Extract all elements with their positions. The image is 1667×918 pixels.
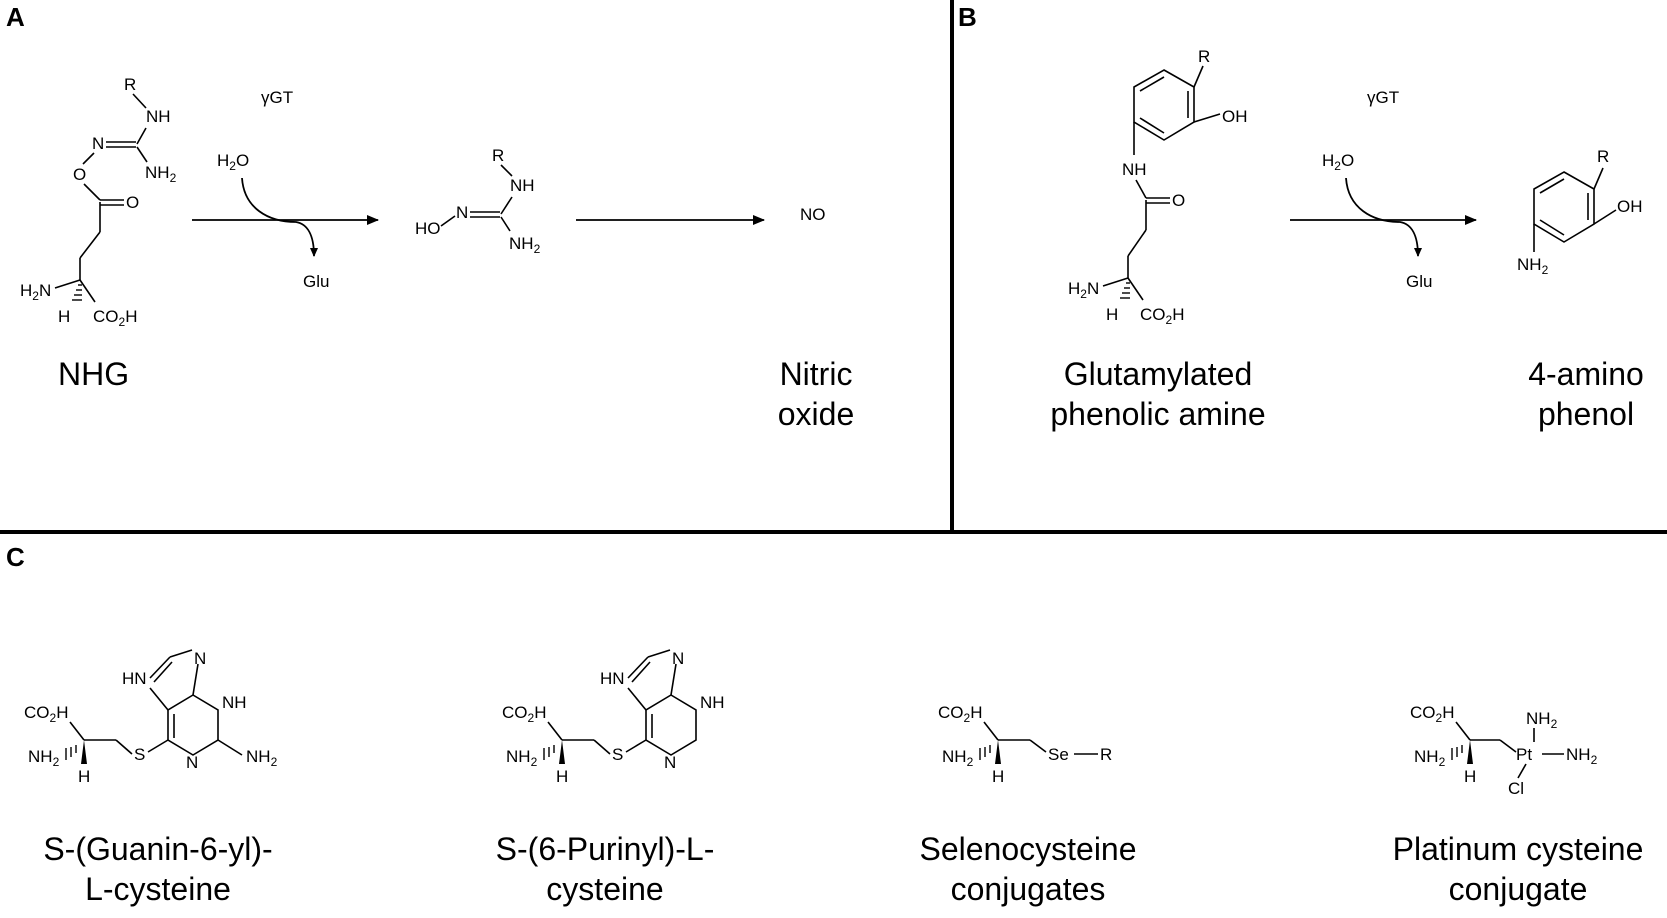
svg-text:NH2: NH2 [942,747,974,769]
svg-text:HN: HN [600,669,625,688]
svg-text:S: S [612,745,623,764]
compound-3-name-line2: conjugates [951,871,1106,907]
nitric-oxide-name-line2: oxide [778,396,855,432]
svg-text:CO2H: CO2H [1410,703,1454,725]
aminophenol-name-line1: 4-amino [1528,356,1644,392]
atom-o-ester: O [73,165,86,184]
glutamylated-name-line1: Glutamylated [1064,356,1253,392]
svg-text:OH: OH [1617,197,1643,216]
glutamylated-phenolic-amine-structure: R OH NH O H2N H CO2H [1068,47,1248,327]
svg-text:NH2: NH2 [506,747,538,769]
svg-text:H: H [1106,305,1118,324]
atom-nh: NH [146,107,171,126]
hydroxyguanidine-structure: R NH HO N NH2 [415,146,541,256]
panel-label-c: C [6,542,25,572]
atom-co2h: CO2H [93,307,137,329]
svg-text:NH: NH [222,693,247,712]
byproduct-label-b: Glu [1406,272,1432,291]
svg-text:Se: Se [1048,745,1069,764]
water-label-b: H2O [1322,151,1354,173]
svg-text:N: N [672,649,684,668]
compound-4-name-line1: Platinum cysteine [1393,831,1644,867]
panel-label-a: A [6,2,25,32]
svg-text:H: H [556,767,568,786]
atom-n: N [92,134,104,153]
no-label: NO [800,205,826,224]
svg-text:OH: OH [1222,107,1248,126]
svg-text:H: H [992,767,1004,786]
aminophenol-structure: R OH NH2 [1517,147,1643,277]
svg-text:NH: NH [1122,160,1147,179]
glutamylated-name-line2: phenolic amine [1050,396,1265,432]
svg-text:CO2H: CO2H [1140,305,1184,327]
svg-text:N: N [194,649,206,668]
svg-text:NH2: NH2 [509,234,541,256]
atom-o-carbonyl: O [126,193,139,212]
nitric-oxide-name-line1: Nitric [780,356,853,392]
atom-h: H [58,307,70,326]
svg-text:R: R [492,146,504,165]
curved-arrow-b [1345,177,1422,257]
svg-text:NH: NH [510,176,535,195]
compound-4-name-line2: conjugate [1449,871,1588,907]
svg-text:NH2: NH2 [1526,709,1558,731]
compound-1-name-line1: S-(Guanin-6-yl)- [43,831,272,867]
byproduct-label-a: Glu [303,272,329,291]
svg-text:R: R [1100,745,1112,764]
aminophenol-name-line2: phenol [1538,396,1634,432]
svg-text:S: S [134,745,145,764]
svg-text:CO2H: CO2H [24,703,68,725]
svg-text:NH2: NH2 [246,747,278,769]
svg-text:N: N [456,203,468,222]
water-label-a: H2O [217,151,249,173]
curved-arrow-a [241,177,318,257]
svg-text:H: H [1464,767,1476,786]
platinum-cysteine-structure: CO2H NH2 H Pt NH2 NH2 Cl [1410,703,1598,798]
svg-text:N: N [186,753,198,772]
atom-nh2: NH2 [145,163,177,185]
svg-text:N: N [664,753,676,772]
svg-text:NH2: NH2 [1517,255,1549,277]
enzyme-label-b: γGT [1367,88,1399,107]
enzyme-label-a: γGT [261,88,293,107]
svg-text:NH2: NH2 [1414,747,1446,769]
compound-2-name-line2: cysteine [546,871,663,907]
guanin-cysteine-structure: CO2H NH2 H S N NH NH2 HN N [24,649,278,786]
svg-text:NH: NH [700,693,725,712]
svg-text:HN: HN [122,669,147,688]
nhg-structure: R NH N NH2 O O H2N H CO2H [20,75,177,329]
svg-text:HO: HO [415,219,441,238]
svg-text:H: H [78,767,90,786]
svg-text:CO2H: CO2H [502,703,546,725]
svg-text:NH2: NH2 [1566,745,1598,767]
selenocysteine-structure: CO2H NH2 H Se R [938,703,1112,786]
compound-1-name-line2: L-cysteine [85,871,231,907]
compound-3-name-line1: Selenocysteine [919,831,1136,867]
panel-label-b: B [958,2,977,32]
nhg-name: NHG [58,356,129,392]
svg-text:H2N: H2N [1068,279,1099,301]
svg-text:Cl: Cl [1508,779,1524,798]
svg-text:R: R [1597,147,1609,166]
compound-2-name-line1: S-(6-Purinyl)-L- [496,831,715,867]
svg-text:R: R [1198,47,1210,66]
purinyl-cysteine-structure: CO2H NH2 H S N NH HN N [502,649,725,786]
svg-text:CO2H: CO2H [938,703,982,725]
svg-text:Pt: Pt [1516,745,1532,764]
svg-text:O: O [1172,191,1185,210]
svg-text:NH2: NH2 [28,747,60,769]
atom-r: R [124,75,136,94]
atom-h2n: H2N [20,281,51,303]
